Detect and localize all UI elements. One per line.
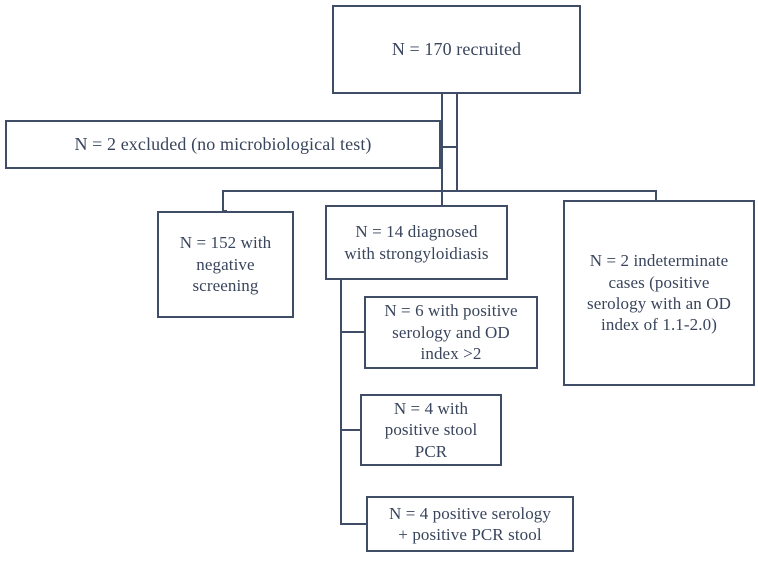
node-positive-serology-and-pcr: N = 4 positive serology + positive PCR s… — [366, 496, 574, 552]
connector-diagnosed-trunk — [340, 280, 342, 524]
connector-drop-indeterminate — [655, 190, 657, 202]
connector-drop-negative — [222, 190, 224, 212]
connector-drop-diagnosed — [441, 190, 443, 206]
node-indeterminate-cases: N = 2 indeterminate cases (positive sero… — [563, 200, 755, 386]
node-positive-serology-od: N = 6 with positive serology and OD inde… — [364, 296, 538, 369]
connector-distribution-bar — [222, 190, 656, 192]
node-excluded: N = 2 excluded (no microbiological test) — [5, 120, 441, 169]
connector-recruited-stem-inner — [441, 94, 443, 191]
node-diagnosed-strongyloidiasis: N = 14 diagnosed with strongyloidiasis — [325, 205, 508, 280]
node-recruited: N = 170 recruited — [332, 5, 581, 94]
connector-branch-serology-pcr — [340, 523, 367, 525]
connector-excluded-spur — [440, 146, 457, 148]
connector-branch-serology-od — [340, 331, 365, 333]
node-negative-screening: N = 152 with negative screening — [157, 211, 294, 318]
connector-recruited-stem-outer — [456, 94, 458, 191]
node-positive-stool-pcr: N = 4 with positive stool PCR — [360, 394, 502, 466]
connector-branch-stool-pcr — [340, 429, 361, 431]
